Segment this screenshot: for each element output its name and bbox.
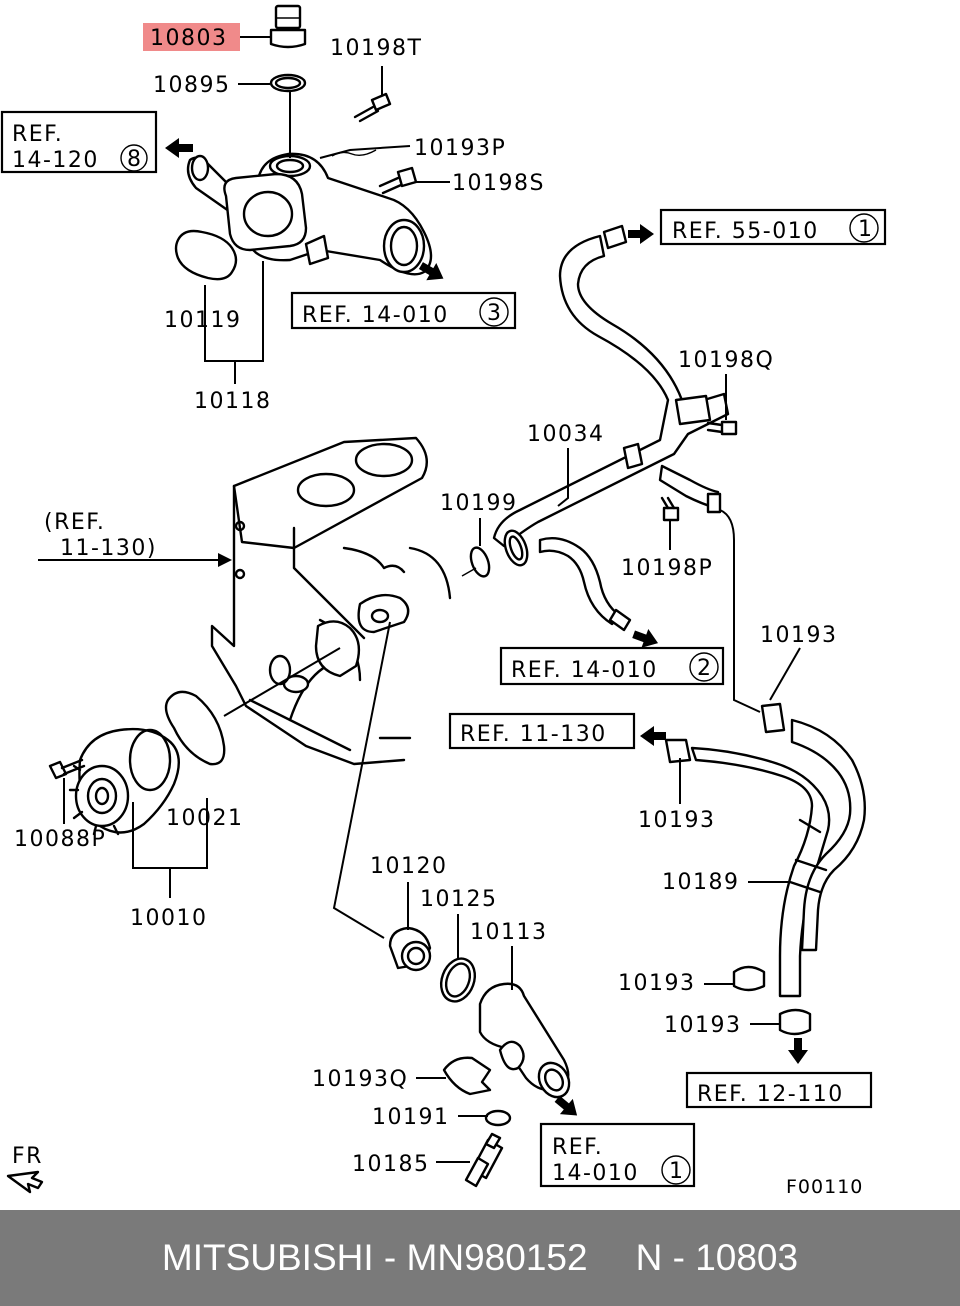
label-10193-low2[interactable]: 10193 [664,1013,742,1038]
label-10198s[interactable]: 10198S [452,171,545,196]
gasket-10021-drawing [164,690,226,766]
footer-separator-2: - [662,1237,696,1278]
label-10125[interactable]: 10125 [420,887,498,912]
ref-14-010-3-number: 3 [487,301,503,326]
label-10119[interactable]: 10119 [164,308,242,333]
label-10191[interactable]: 10191 [372,1105,450,1130]
bolt-10198t-drawing [353,92,392,123]
label-10193-low1[interactable]: 10193 [618,971,696,996]
gasket-10125-drawing [439,957,477,1003]
ref-11-130-line1[interactable]: (REF. [44,510,105,535]
ref-55-010-label[interactable]: REF. 55-010 [672,219,819,244]
o-ring-10199-drawing [469,546,491,578]
bolt-10088p-drawing [48,758,86,780]
highlight-10803 [143,23,240,51]
clip-10193q-drawing [442,1056,492,1096]
label-10113[interactable]: 10113 [470,920,548,945]
ref-14-010-3-label[interactable]: REF. 14-010 [302,303,449,328]
hose-10189-drawing [664,702,866,1036]
label-10193q[interactable]: 10193Q [312,1067,408,1092]
ref-14-010-2-label[interactable]: REF. 14-010 [511,658,658,683]
label-10193-upper[interactable]: 10193 [760,623,838,648]
ref-12-110-label[interactable]: REF. 12-110 [697,1082,844,1107]
footer-part-number: MN980152 [406,1237,588,1278]
label-10088p[interactable]: 10088P [14,827,106,852]
label-10198q[interactable]: 10198Q [678,348,774,373]
footer-position-prefix: N [635,1237,663,1278]
o-ring-10191-drawing [484,1109,512,1127]
label-10010[interactable]: 10010 [130,906,208,931]
front-arrow-icon [6,1170,44,1194]
front-label: FR [12,1144,43,1169]
engine-block-drawing [210,436,452,766]
ref-14-010-1-line2[interactable]: 14-010 [552,1161,639,1186]
thermostat-10120-drawing [388,926,432,972]
ref-11-130-box-label[interactable]: REF. 11-130 [460,722,607,747]
ref-14-120-line2[interactable]: 14-120 [12,148,99,173]
footer-brand: MITSUBISHI [161,1237,374,1278]
label-10803[interactable]: 10803 [150,26,228,51]
bolt-10198p-drawing [660,496,680,522]
label-10118[interactable]: 10118 [194,389,272,414]
ref-14-010-1-line1[interactable]: REF. [552,1135,603,1160]
label-10120[interactable]: 10120 [370,854,448,879]
gasket-10119-drawing [174,229,238,281]
ref-55-010-number: 1 [858,217,874,242]
part-10803-drawing [269,4,307,49]
label-10199[interactable]: 10199 [440,491,518,516]
parts-diagram: 10803 10895 10198T 10193P 10198S 10119 1… [0,4,887,1198]
label-10193p[interactable]: 10193P [414,136,506,161]
figure-code: F00110 [786,1176,863,1198]
label-10021[interactable]: 10021 [166,806,244,831]
ref-14-010-2-number: 2 [697,656,713,681]
sensor-10185-drawing [464,1132,504,1188]
ref-14-010-1-number: 1 [669,1159,685,1184]
footer-position: 10803 [695,1237,799,1278]
ref-14-120-number: 8 [127,147,143,172]
water-pipe-10034-drawing [492,224,730,632]
bolt-10198s-drawing [378,166,418,195]
water-pump-10010-drawing [68,727,180,836]
label-10189[interactable]: 10189 [662,870,740,895]
bolt-10198q-drawing [706,420,738,436]
label-10198p[interactable]: 10198P [621,556,713,581]
label-10034[interactable]: 10034 [527,422,605,447]
label-10193-mid[interactable]: 10193 [638,808,716,833]
footer-separator-1: - [373,1237,407,1278]
thermostat-case-10113-drawing [478,982,571,1099]
label-10198t[interactable]: 10198T [330,36,422,61]
footer-bar: MITSUBISHI - MN980152 N - 10803 [0,1210,960,1306]
ref-11-130-line2[interactable]: 11-130) [60,536,157,561]
ref-14-120-line1[interactable]: REF. [12,122,63,147]
label-10185[interactable]: 10185 [352,1152,430,1177]
label-10895[interactable]: 10895 [153,73,231,98]
water-outlet-housing-drawing [186,152,433,276]
